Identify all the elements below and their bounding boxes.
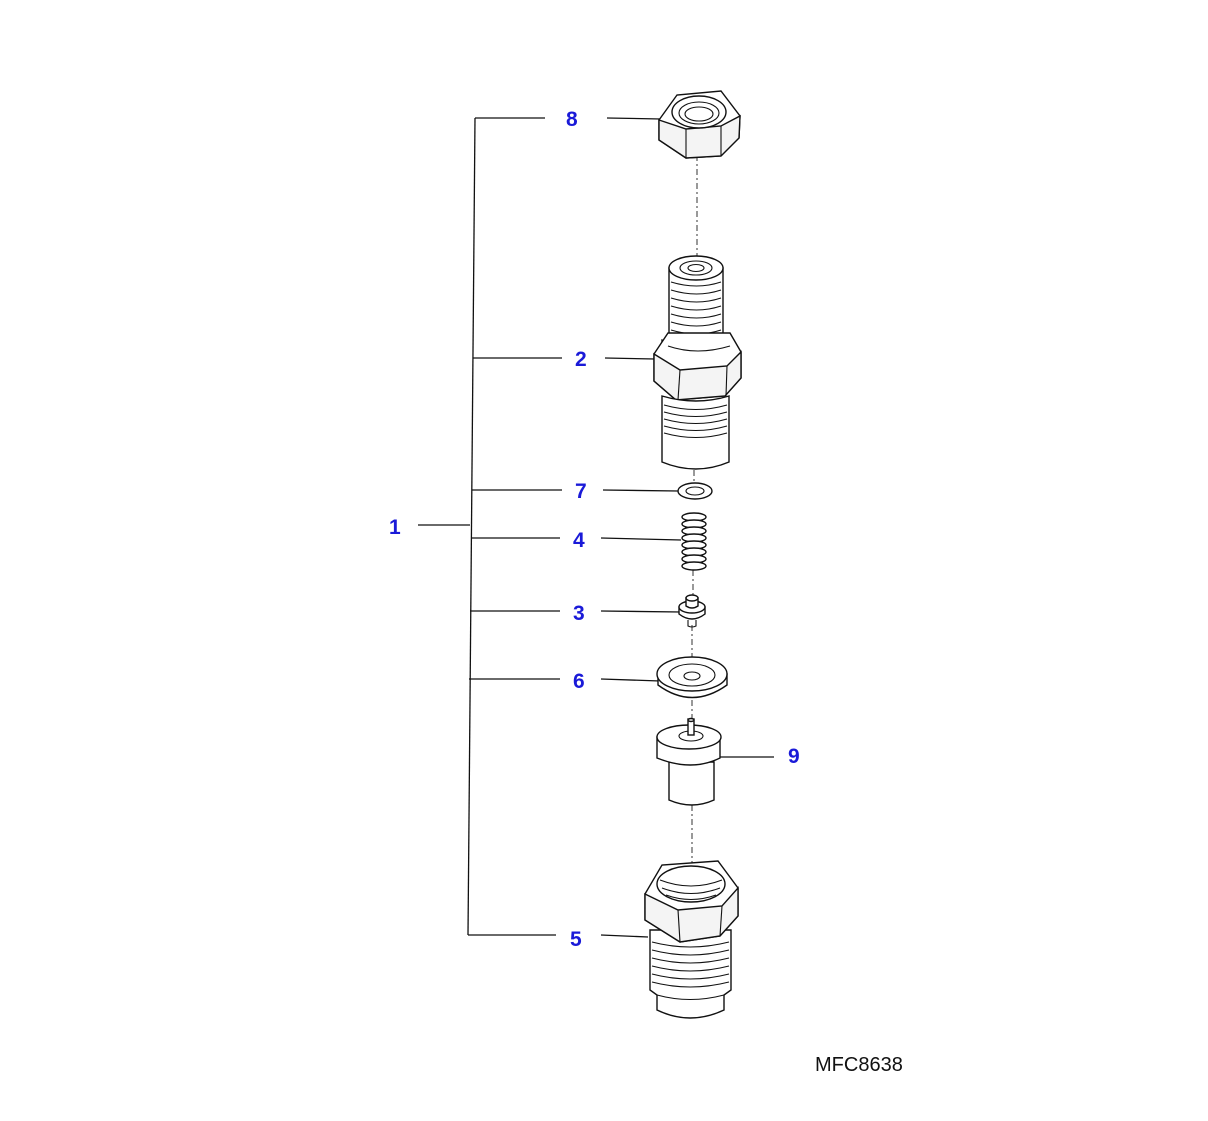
spacer xyxy=(656,656,728,699)
spring xyxy=(681,512,707,571)
callout-4: 4 xyxy=(573,529,585,552)
callout-5: 5 xyxy=(570,928,582,951)
callout-7: 7 xyxy=(575,480,587,503)
holder-lower-threads xyxy=(663,404,728,438)
retaining-nut xyxy=(644,860,739,1019)
pressure-pin xyxy=(678,594,706,628)
assembly-bracket xyxy=(418,117,562,936)
cap-nut xyxy=(658,90,741,159)
retaining-nut-threads xyxy=(651,941,730,1000)
callout-9: 9 xyxy=(788,745,800,768)
nozzle-holder xyxy=(653,255,742,470)
callout-3: 3 xyxy=(573,602,585,625)
callout-8: 8 xyxy=(566,108,578,131)
callout-6: 6 xyxy=(573,670,585,693)
washer xyxy=(677,482,713,500)
callout-labels: 1 2 3 4 5 6 7 8 9 xyxy=(389,108,800,951)
figure-code: MFC8638 xyxy=(815,1054,903,1076)
callout-1: 1 xyxy=(389,516,401,539)
callout-2: 2 xyxy=(575,348,587,371)
part-leaders xyxy=(600,117,774,938)
nozzle xyxy=(656,717,722,806)
